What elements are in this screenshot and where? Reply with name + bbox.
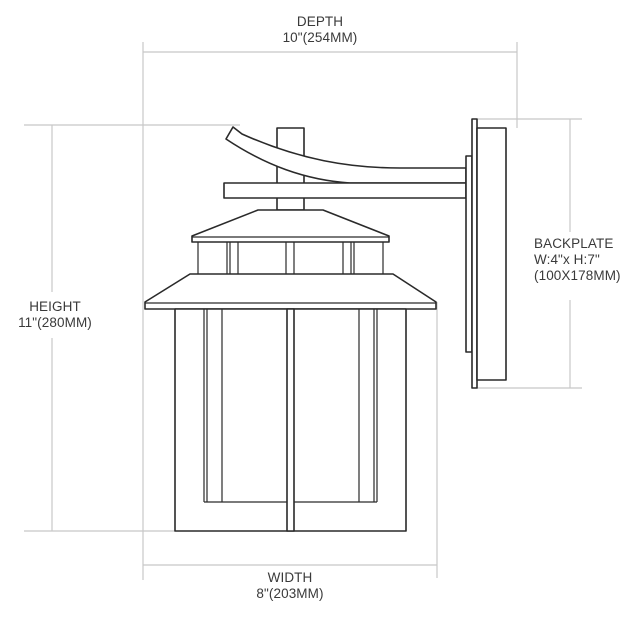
- upper-roof: [191, 209, 390, 243]
- depth-title: DEPTH: [296, 14, 344, 29]
- width-label: WIDTH 8"(203MM): [210, 570, 370, 602]
- backplate-dimension-line: [477, 118, 582, 389]
- backplate-label: BACKPLATE W:4"x H:7" (100X178MM): [534, 236, 640, 284]
- height-label: HEIGHT 11"(280MM): [0, 299, 110, 331]
- width-dimension-line: [143, 302, 438, 578]
- lantern-body: [174, 308, 407, 532]
- height-value: 11"(280MM): [18, 315, 92, 330]
- upper-cage: [197, 242, 384, 274]
- height-dimension-line: [24, 124, 240, 532]
- backplate-title: BACKPLATE: [534, 236, 614, 251]
- height-title: HEIGHT: [29, 299, 81, 314]
- lower-roof: [144, 273, 437, 310]
- backplate-size-in: W:4"x H:7": [534, 252, 600, 267]
- backplate: [465, 118, 507, 389]
- width-title: WIDTH: [267, 570, 313, 585]
- backplate-size-mm: (100X178MM): [534, 268, 621, 283]
- depth-value: 10"(254MM): [282, 30, 358, 45]
- depth-dimension-line: [142, 42, 518, 580]
- horizontal-crossbar: [223, 182, 467, 199]
- width-value: 8"(203MM): [256, 586, 324, 601]
- depth-label: DEPTH 10"(254MM): [240, 14, 400, 46]
- curved-arm: [225, 126, 467, 184]
